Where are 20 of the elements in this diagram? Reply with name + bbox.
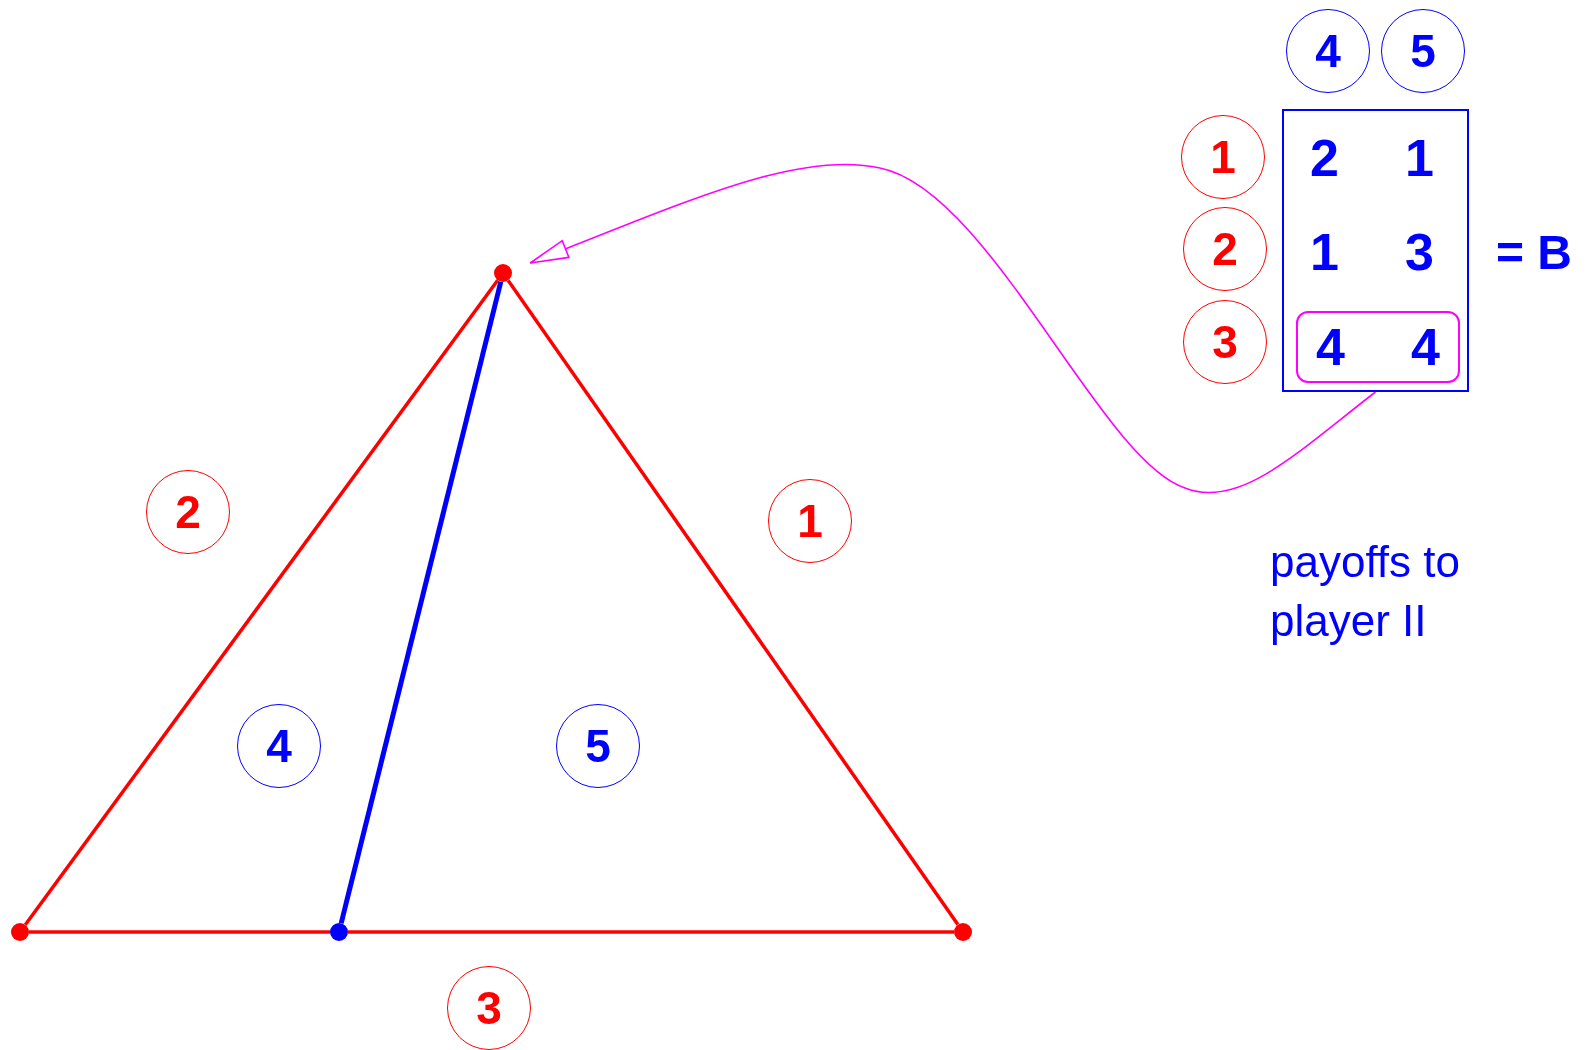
triangle-edge — [506, 279, 960, 926]
matrix-name: = B — [1496, 225, 1573, 280]
matrix-entry: 2 — [1310, 128, 1339, 188]
matrix-box — [1282, 109, 1469, 392]
caption-text: payoffs to player II — [1270, 536, 1461, 648]
vertex-dot — [11, 923, 29, 941]
triangle-edge — [348, 930, 954, 934]
vertex-dot — [330, 923, 348, 941]
highlighted-row — [1296, 311, 1460, 383]
matrix-entry: 1 — [1405, 128, 1434, 188]
triangle-edge — [338, 281, 504, 924]
vertex-dot — [494, 264, 512, 282]
vertex-dot — [954, 923, 972, 941]
triangle-edge — [23, 279, 500, 926]
matrix-entry: 4 — [1411, 317, 1440, 377]
curved-arrow — [529, 163, 1377, 494]
matrix-entry: 1 — [1310, 222, 1339, 282]
matrix-entry: 4 — [1316, 317, 1345, 377]
matrix-entry: 3 — [1405, 222, 1434, 282]
triangle-edge — [29, 930, 330, 934]
